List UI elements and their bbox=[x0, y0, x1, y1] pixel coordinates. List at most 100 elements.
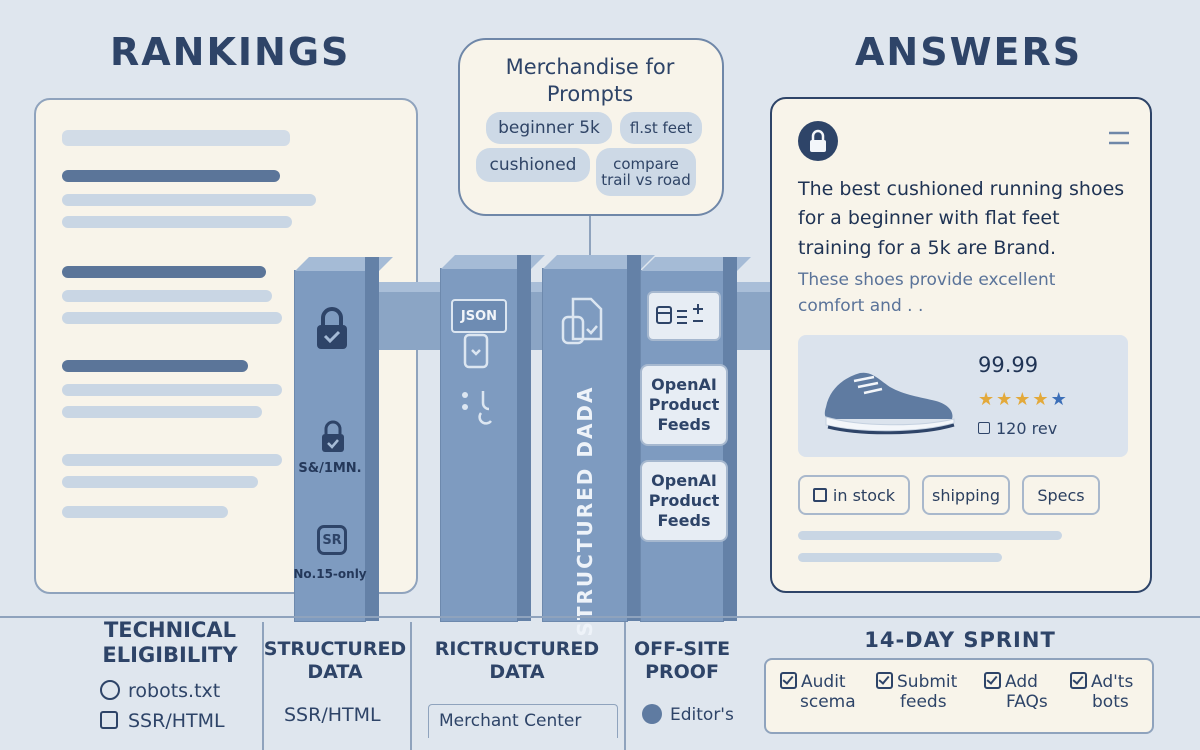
lock-icon bbox=[322, 420, 344, 452]
in-stock-button[interactable]: in stock bbox=[798, 475, 910, 515]
image-icon bbox=[978, 422, 990, 434]
sprint-task[interactable]: Ad'ts bots bbox=[1070, 672, 1133, 713]
doc-line bbox=[62, 266, 266, 278]
structured-data-title: STRUCTURED DATA bbox=[263, 638, 407, 683]
prompt-chip[interactable]: compare trail vs road bbox=[596, 148, 696, 196]
prompt-bubble-title: Merchandise for Prompts bbox=[505, 55, 675, 107]
technical-label-2: No.15-only bbox=[293, 567, 367, 581]
editors-label: Editor's bbox=[670, 705, 734, 725]
robots-label: robots.txt bbox=[128, 680, 221, 702]
doc-line bbox=[62, 476, 258, 488]
checkbox-icon bbox=[984, 672, 1001, 689]
doc-line bbox=[62, 454, 282, 466]
phone-icon bbox=[463, 333, 489, 369]
column-divider bbox=[624, 622, 626, 750]
task-line2: FAQs bbox=[1006, 692, 1048, 713]
shoe-icon bbox=[824, 372, 955, 435]
sr-badge: SR bbox=[317, 525, 347, 555]
pillar-technical: S&/1MN. SR No.15-only bbox=[293, 257, 393, 622]
half-star-icon: ★ bbox=[1050, 389, 1069, 410]
card-line bbox=[798, 553, 1002, 562]
square-icon bbox=[812, 488, 827, 502]
lock-icon bbox=[810, 129, 826, 152]
technical-eligibility-title: TECHNICAL ELIGIBILITY bbox=[102, 618, 238, 668]
connector-icon bbox=[462, 391, 492, 425]
technical-label: S&/1MN. bbox=[298, 461, 362, 476]
doc-line bbox=[62, 194, 316, 206]
prompt-chip[interactable]: fl.st feet bbox=[620, 112, 702, 144]
checkbox-icon bbox=[780, 672, 797, 689]
sprint-title: 14-DAY SPRINT bbox=[864, 628, 1056, 652]
doc-line bbox=[62, 290, 272, 302]
sprint-task[interactable]: Submit feeds bbox=[876, 672, 957, 713]
answer-subtext: These shoes provide excellent comfort an… bbox=[798, 270, 1056, 317]
pillar-side bbox=[365, 257, 379, 621]
star-icon: ★ bbox=[996, 389, 1015, 410]
star-icon: ★ bbox=[1014, 389, 1033, 410]
review-count: 120 rev bbox=[978, 419, 1057, 438]
prompt-chip[interactable]: beginner 5k bbox=[486, 112, 612, 144]
pillar-side bbox=[627, 255, 641, 621]
rictructured-data-title: RICTRUCTURED DATA bbox=[434, 638, 600, 683]
task-line1: Audit bbox=[801, 672, 846, 692]
card-line bbox=[798, 531, 1062, 540]
in-stock-label: in stock bbox=[832, 485, 896, 505]
lock-icon bbox=[317, 307, 347, 349]
shipping-button[interactable]: shipping bbox=[922, 475, 1010, 515]
doc-line bbox=[62, 130, 290, 146]
sprint-task[interactable]: Audit scema bbox=[780, 672, 856, 713]
ssr-item: SSR/HTML bbox=[100, 710, 225, 732]
doc-line bbox=[62, 360, 248, 372]
openai-feed-card: OpenAI Product Feeds bbox=[640, 460, 728, 542]
task-line1: Ad'ts bbox=[1091, 672, 1134, 692]
pillar-offsite bbox=[640, 257, 751, 622]
doc-line bbox=[62, 312, 282, 324]
rankings-title: RANKINGS bbox=[110, 30, 351, 74]
review-count-text: 120 rev bbox=[996, 419, 1058, 438]
prompt-bubble-connector bbox=[589, 210, 591, 266]
checkbox-icon bbox=[876, 672, 893, 689]
star-icon: ★ bbox=[978, 389, 997, 410]
prompt-chip[interactable]: cushioned bbox=[476, 148, 590, 182]
task-line2: feeds bbox=[900, 692, 947, 713]
ssr-label: SSR/HTML bbox=[128, 710, 225, 732]
task-line1: Add bbox=[1005, 672, 1038, 692]
task-line2: scema bbox=[800, 692, 856, 713]
sprint-task[interactable]: Add FAQs bbox=[984, 672, 1048, 713]
checkbox-icon bbox=[1070, 672, 1087, 689]
pillar-schema: JSON bbox=[440, 255, 545, 622]
pillar-structured: STRUCTURED DADA bbox=[542, 255, 655, 637]
task-line2: bots bbox=[1092, 692, 1129, 713]
lock-avatar bbox=[798, 121, 838, 161]
json-badge: JSON bbox=[451, 299, 507, 333]
sprint-box bbox=[764, 658, 1154, 734]
doc-line bbox=[62, 170, 280, 182]
off-site-proof-title: OFF-SITE PROOF bbox=[633, 638, 731, 683]
doc-line bbox=[62, 406, 262, 418]
answer-card: The best cushioned running shoes for a b… bbox=[770, 97, 1152, 593]
document-link-icon bbox=[561, 297, 603, 345]
product-panel: 99.99 ★★★★★ 120 rev bbox=[798, 335, 1128, 457]
star-icon: ★ bbox=[1032, 389, 1051, 410]
download-box-icon bbox=[100, 711, 118, 729]
answers-title: ANSWERS bbox=[855, 30, 1083, 74]
editors-item: Editor's bbox=[642, 704, 734, 725]
baseline bbox=[0, 616, 1200, 618]
specs-button[interactable]: Specs bbox=[1022, 475, 1100, 515]
robots-item: robots.txt bbox=[100, 680, 220, 702]
task-line1: Submit bbox=[897, 672, 958, 692]
openai-feed-card: OpenAI Product Feeds bbox=[640, 364, 728, 446]
check-circle-icon bbox=[100, 680, 120, 700]
pillar-side bbox=[517, 255, 531, 621]
structured-ssr-item: SSR/HTML bbox=[284, 704, 381, 726]
column-divider bbox=[262, 622, 264, 750]
list-circle-icon bbox=[642, 704, 662, 724]
merchant-center-field[interactable]: Merchant Center bbox=[428, 704, 618, 738]
doc-line bbox=[62, 506, 228, 518]
doc-line bbox=[62, 216, 292, 228]
column-divider bbox=[410, 622, 412, 750]
menu-icon[interactable] bbox=[1108, 131, 1130, 145]
doc-line bbox=[62, 384, 282, 396]
form-icon bbox=[647, 291, 721, 341]
answer-headline: The best cushioned running shoes for a b… bbox=[798, 178, 1125, 259]
